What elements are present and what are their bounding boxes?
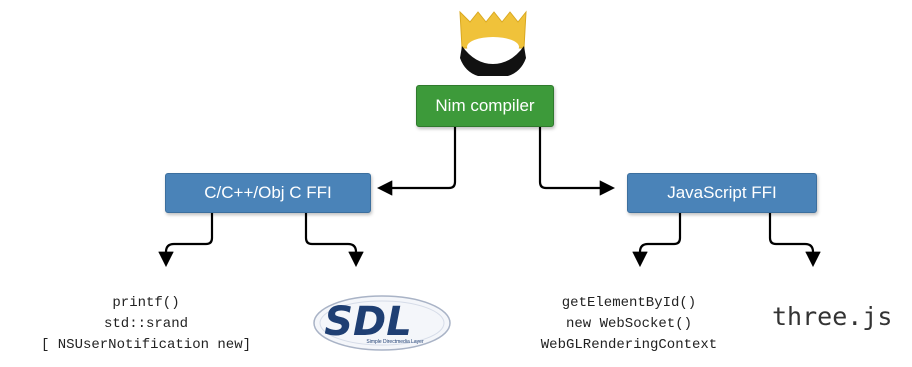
js-example-item: WebGLRenderingContext (540, 337, 718, 353)
arrow-c-ffi-to-sdl (304, 213, 364, 268)
js-example-item: getElementById() (561, 295, 697, 311)
c-ffi-examples: printf() std::srand [ NSUserNotification… (0, 293, 292, 356)
threejs-label: three.js (772, 302, 893, 331)
arrow-nim-to-js-ffi (538, 127, 616, 196)
arrow-nim-to-c-ffi (376, 127, 457, 196)
c-ffi-node: C/C++/Obj C FFI (165, 173, 371, 213)
c-example-item: [ NSUserNotification new] (40, 337, 252, 353)
js-ffi-examples: getElementById() new WebSocket() WebGLRe… (508, 293, 750, 356)
js-example-item: new WebSocket() (565, 316, 693, 332)
nim-compiler-label: Nim compiler (435, 96, 535, 115)
sdl-tagline: Simple Directmedia Layer (366, 339, 424, 345)
nim-compiler-node: Nim compiler (416, 85, 554, 127)
c-example-item: printf() (112, 295, 180, 311)
arrow-js-ffi-to-threejs (768, 213, 821, 268)
c-ffi-label: C/C++/Obj C FFI (204, 183, 332, 202)
js-ffi-label: JavaScript FFI (667, 183, 777, 202)
arrow-c-ffi-to-examples (158, 213, 214, 268)
nim-crown-icon (459, 10, 527, 76)
js-ffi-node: JavaScript FFI (627, 173, 817, 213)
sdl-logo: SDL Simple Directmedia Layer (313, 295, 451, 351)
c-example-item: std::srand (103, 316, 188, 332)
arrow-js-ffi-to-examples (632, 213, 682, 268)
sdl-wordmark: SDL (324, 299, 412, 345)
